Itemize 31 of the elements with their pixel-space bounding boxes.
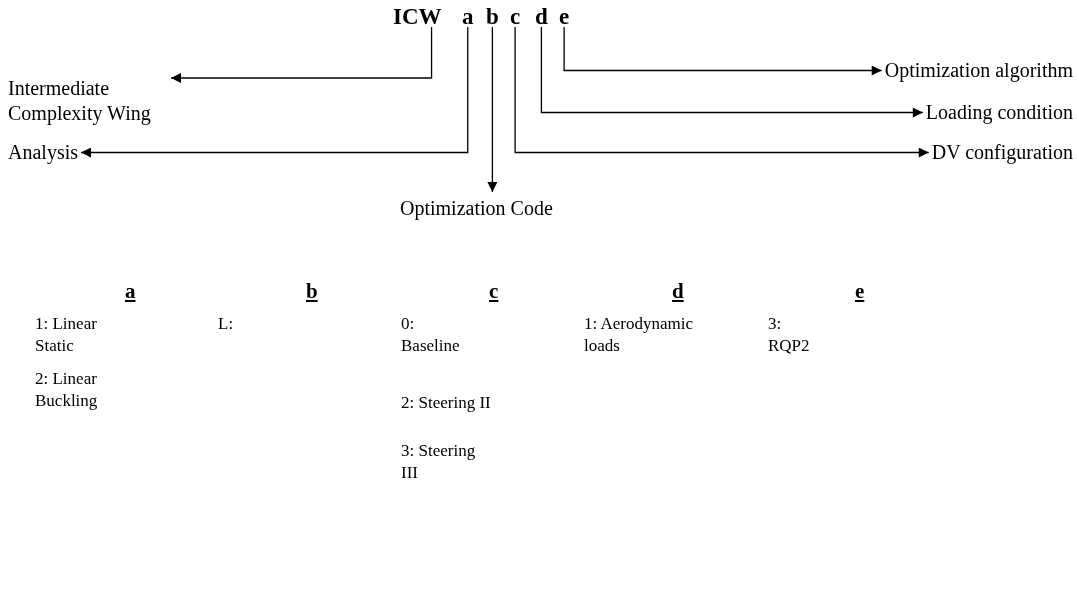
description-text: Optimization Code	[400, 196, 553, 221]
table-entry: 3: RQP2	[768, 313, 811, 357]
table-entry: L:	[218, 313, 235, 335]
code-letter: c	[510, 4, 521, 29]
table-entry: 1: Aerodynamic loads	[584, 313, 695, 357]
column-heading: d	[672, 280, 684, 302]
code-letter: e	[559, 4, 570, 29]
description-text: DV configuration	[931, 140, 1073, 165]
arrow	[80, 26, 469, 158]
code-letter: b	[486, 4, 499, 29]
table-entry: 3: Steering III	[401, 440, 476, 484]
code-letter: a	[462, 4, 474, 29]
column-heading: c	[489, 280, 499, 302]
description-text: Intermediate Complexity Wing	[8, 76, 168, 126]
arrow	[563, 26, 883, 76]
arrow	[170, 26, 433, 83]
column-heading: a	[125, 280, 136, 302]
description-text: Loading condition	[925, 100, 1073, 125]
description-text: Analysis	[8, 140, 78, 165]
arrow	[514, 26, 930, 158]
column-heading: b	[306, 280, 318, 302]
table-entry: 2: Steering II	[401, 392, 492, 414]
code-prefix: ICW	[393, 4, 442, 29]
arrow	[487, 26, 498, 193]
column-heading: e	[855, 280, 865, 302]
table-entry: 0: Baseline	[401, 313, 461, 357]
code-letter: d	[535, 4, 548, 29]
description-text: Optimization algorithm	[884, 58, 1073, 83]
arrow	[540, 26, 924, 118]
table-entry: 2: Linear Buckling	[35, 368, 99, 412]
table-entry: 1: Linear Static	[35, 313, 98, 357]
